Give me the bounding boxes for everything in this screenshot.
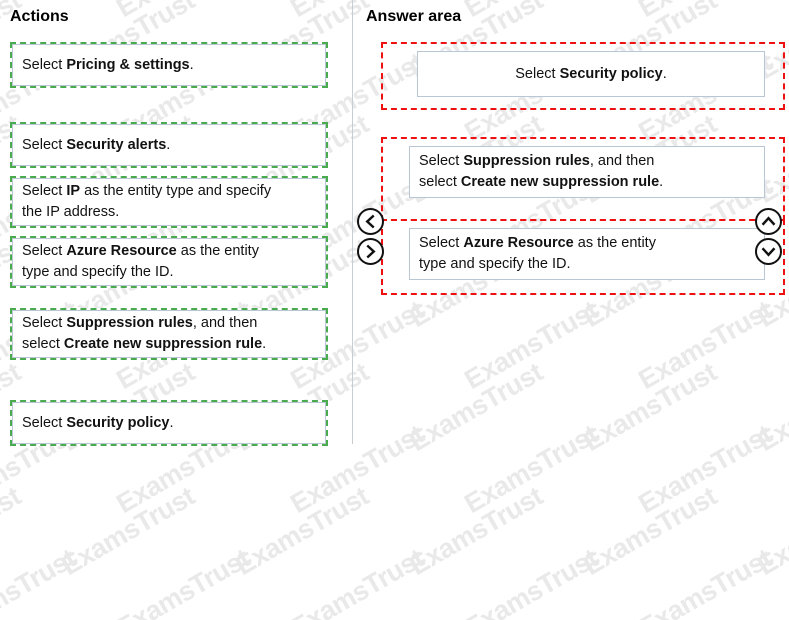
column-divider — [352, 0, 353, 444]
answer-drop-zone-1[interactable] — [381, 42, 785, 110]
answer-item-answer-suppression-rules[interactable]: Select Suppression rules, and then select… — [409, 146, 765, 198]
action-option-azure-resource-entity-type-text: Select Azure Resource as the entity type … — [22, 241, 259, 283]
action-option-suppression-rules[interactable]: Select Suppression rules, and then select… — [10, 308, 328, 360]
move-down-button[interactable] — [755, 238, 782, 265]
action-option-azure-resource-entity-type-line-0: Select Azure Resource as the entity — [22, 243, 259, 259]
action-option-suppression-rules-text: Select Suppression rules, and then select… — [22, 313, 266, 355]
chevron-up-circle-icon — [761, 214, 776, 229]
action-option-ip-entity-type-text: Select IP as the entity type and specify… — [22, 181, 271, 223]
answer-item-answer-suppression-rules-line-0: Select Suppression rules, and then — [419, 153, 655, 169]
action-option-azure-resource-entity-type-line-1: type and specify the ID. — [22, 264, 174, 280]
action-option-pricing-settings-inner: Select Pricing & settings. — [12, 44, 326, 86]
chevron-right-circle-icon — [363, 244, 378, 259]
answer-item-answer-security-policy-line-0: Select Security policy. — [515, 65, 667, 82]
action-option-security-policy-inner: Select Security policy. — [12, 402, 326, 444]
action-option-azure-resource-entity-type-inner: Select Azure Resource as the entity type … — [12, 238, 326, 286]
action-option-pricing-settings-text: Select Pricing & settings. — [22, 55, 194, 76]
action-option-security-alerts-inner: Select Security alerts. — [12, 124, 326, 166]
action-option-suppression-rules-line-0: Select Suppression rules, and then — [22, 315, 258, 331]
action-option-pricing-settings-line-0: Select Pricing & settings. — [22, 56, 194, 73]
action-option-suppression-rules-line-1: select Create new suppression rule. — [22, 336, 267, 352]
action-option-security-policy-line-0: Select Security policy. — [22, 414, 174, 431]
chevron-left-circle-icon — [363, 214, 378, 229]
action-option-security-alerts[interactable]: Select Security alerts. — [10, 122, 328, 168]
move-up-button[interactable] — [755, 208, 782, 235]
action-option-pricing-settings[interactable]: Select Pricing & settings. — [10, 42, 328, 88]
action-option-ip-entity-type-line-1: the IP address. — [22, 204, 120, 220]
action-option-ip-entity-type[interactable]: Select IP as the entity type and specify… — [10, 176, 328, 228]
answer-item-answer-azure-resource[interactable]: Select Azure Resource as the entity type … — [409, 228, 765, 280]
answer-area-column-title: Answer area — [366, 8, 462, 25]
answer-item-answer-security-policy-text: Select Security policy. — [515, 64, 667, 85]
answer-item-answer-azure-resource-text: Select Azure Resource as the entity type … — [419, 233, 656, 275]
actions-column-title: Actions — [10, 8, 69, 25]
answer-item-answer-security-policy[interactable]: Select Security policy. — [417, 51, 765, 97]
action-option-ip-entity-type-inner: Select IP as the entity type and specify… — [12, 178, 326, 226]
chevron-down-circle-icon — [761, 244, 776, 259]
move-left-button[interactable] — [357, 208, 384, 235]
action-option-security-policy[interactable]: Select Security policy. — [10, 400, 328, 446]
action-option-security-alerts-line-0: Select Security alerts. — [22, 136, 171, 153]
answer-item-answer-azure-resource-line-0: Select Azure Resource as the entity — [419, 235, 656, 251]
action-option-suppression-rules-inner: Select Suppression rules, and then select… — [12, 310, 326, 358]
action-option-ip-entity-type-line-0: Select IP as the entity type and specify — [22, 183, 272, 199]
action-option-security-policy-text: Select Security policy. — [22, 413, 174, 434]
answer-item-answer-azure-resource-line-1: type and specify the ID. — [419, 256, 571, 272]
move-right-button[interactable] — [357, 238, 384, 265]
answer-item-answer-suppression-rules-text: Select Suppression rules, and then select… — [419, 151, 663, 193]
action-option-security-alerts-text: Select Security alerts. — [22, 135, 170, 156]
action-option-azure-resource-entity-type[interactable]: Select Azure Resource as the entity type … — [10, 236, 328, 288]
answer-item-answer-suppression-rules-line-1: select Create new suppression rule. — [419, 174, 664, 190]
